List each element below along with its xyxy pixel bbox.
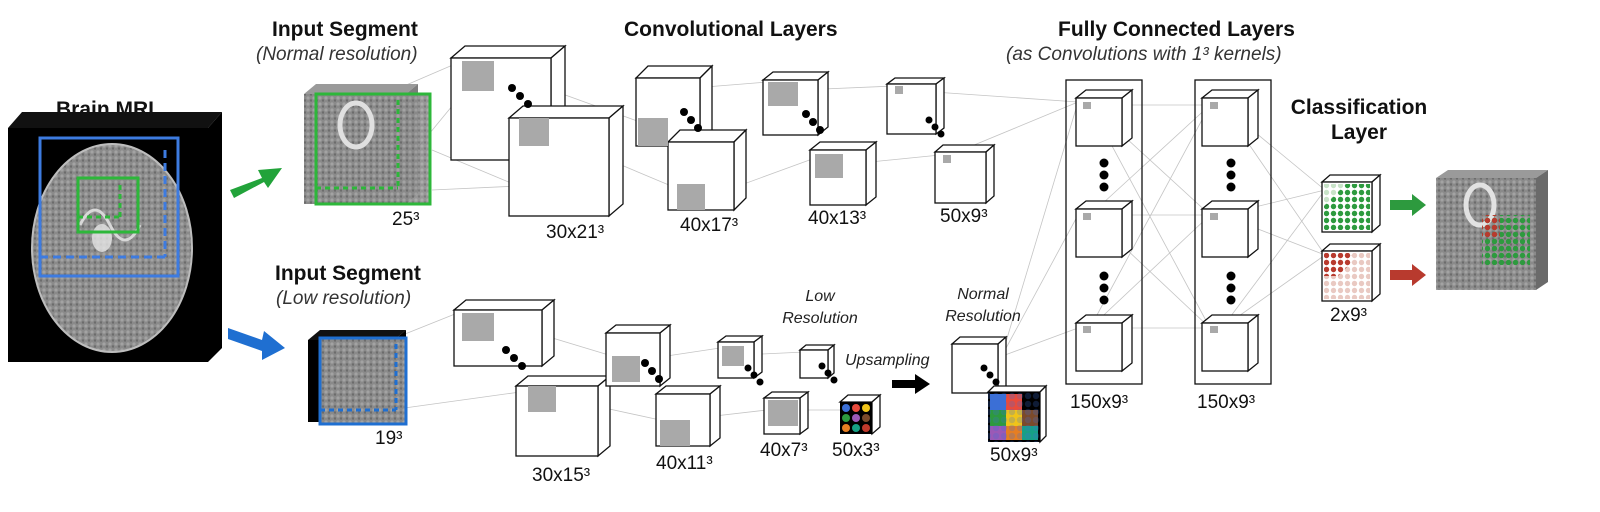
input-segment-low-subheading: (Low resolution) bbox=[276, 288, 412, 309]
conv-layers-heading: Convolutional Layers bbox=[624, 18, 838, 41]
conv-low-4-front bbox=[838, 393, 882, 436]
fc2-cube-2 bbox=[1200, 199, 1260, 259]
size-label-conv-n2: 40x17³ bbox=[680, 215, 739, 236]
size-label-fc1: 150x9³ bbox=[1070, 392, 1129, 413]
red-arrow-icon bbox=[1390, 264, 1426, 286]
ellipsis-dots bbox=[502, 84, 1236, 386]
normal-resolution-label-line1: Normal bbox=[957, 286, 1009, 303]
classification-heading-line2: Layer bbox=[1330, 121, 1388, 144]
brain-mri-heading: Brain MRI bbox=[56, 98, 155, 121]
input-segment-normal-heading: Input Segment bbox=[272, 18, 418, 41]
size-label-conv-n1: 30x21³ bbox=[546, 222, 605, 243]
conv-normal-4-front bbox=[933, 143, 996, 205]
size-label-classification: 2x9³ bbox=[1330, 305, 1367, 326]
fc2-container bbox=[1194, 79, 1272, 385]
brain-mri-volume bbox=[8, 112, 222, 362]
input-segment-normal-subheading: (Normal resolution) bbox=[256, 44, 418, 65]
size-label-conv-n3: 40x13³ bbox=[808, 208, 867, 229]
fc-layers-subheading: (as Convolutions with 1³ kernels) bbox=[1006, 44, 1282, 65]
upsampling-label: Upsampling bbox=[845, 352, 930, 369]
green-arrow-icon bbox=[1390, 194, 1426, 216]
blue-arrow-icon bbox=[228, 328, 285, 360]
mri-low-res-box bbox=[38, 136, 180, 278]
normal-resolution-label-line2: Resolution bbox=[945, 308, 1021, 325]
low-resolution-label-line1: Low bbox=[805, 288, 835, 305]
low-resolution-label-line2: Resolution bbox=[782, 310, 858, 327]
black-arrow-icon bbox=[892, 374, 930, 394]
upsampled-front bbox=[986, 384, 1048, 444]
fc1-cube-2 bbox=[1074, 199, 1134, 259]
size-label-input-low: 19³ bbox=[375, 428, 403, 449]
fc2-cube-1 bbox=[1200, 88, 1260, 148]
size-label-upsampled: 50x9³ bbox=[990, 445, 1038, 466]
fc2-cube-3 bbox=[1200, 313, 1260, 373]
kernel-patches bbox=[462, 61, 1218, 446]
size-label-fc2: 150x9³ bbox=[1197, 392, 1256, 413]
size-label-conv-l4: 50x3³ bbox=[832, 440, 880, 461]
input-segment-low-heading: Input Segment bbox=[275, 262, 421, 285]
input-segment-normal-cube bbox=[304, 84, 432, 206]
fc1-cube-3 bbox=[1074, 313, 1134, 373]
input-segment-low-cube bbox=[308, 330, 408, 426]
green-arrow-icon bbox=[230, 168, 282, 198]
output-segmentation-volume bbox=[1436, 170, 1548, 290]
size-label-conv-n4: 50x9³ bbox=[940, 206, 988, 227]
size-label-conv-l1: 30x15³ bbox=[532, 465, 591, 486]
fc-layers-heading: Fully Connected Layers bbox=[1058, 18, 1295, 41]
mri-normal-res-box bbox=[76, 176, 140, 234]
size-label-conv-l3: 40x7³ bbox=[760, 440, 808, 461]
classification-heading-line1: Classification bbox=[1290, 96, 1428, 119]
upsampled-back bbox=[950, 335, 1008, 395]
size-label-input-normal: 25³ bbox=[392, 209, 420, 230]
size-label-conv-l2: 40x11³ bbox=[656, 453, 713, 474]
fc1-cube-1 bbox=[1074, 88, 1134, 148]
fc1-container bbox=[1065, 79, 1143, 385]
